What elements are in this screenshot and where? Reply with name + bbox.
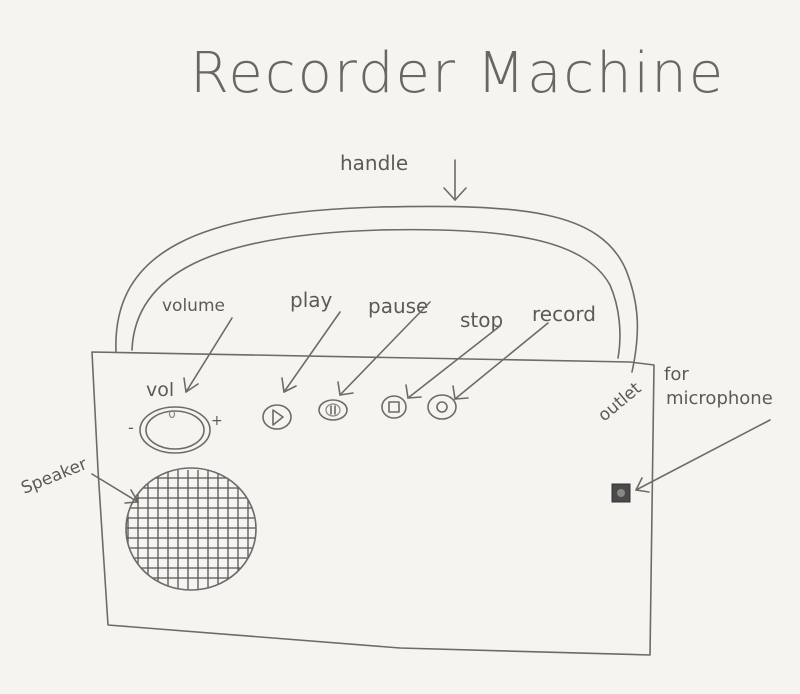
arrow-handle (443, 159, 467, 201)
label-microphone: microphone (666, 388, 773, 409)
arrow-pause (337, 301, 431, 396)
label-handle: handle (340, 151, 408, 175)
label-speaker: Speaker (18, 454, 90, 498)
label-volume: volume (162, 296, 225, 316)
play-button (262, 404, 292, 430)
arrow-record (452, 322, 549, 400)
volume-knob (139, 406, 211, 454)
label-vol: vol (146, 379, 174, 401)
arrow-volume (183, 317, 233, 393)
arrow-microphone (635, 419, 771, 493)
label-stop: stop (460, 308, 503, 332)
label-outlet: outlet (594, 378, 645, 425)
arrow-stop (405, 325, 501, 399)
pause-button (318, 399, 348, 421)
microphone-outlet (611, 483, 631, 503)
handle (115, 205, 639, 373)
label-play: play (290, 288, 333, 312)
arrow-play (281, 311, 341, 393)
label-record: record (532, 302, 596, 326)
stop-button (381, 395, 407, 419)
label-minus: - (128, 418, 134, 437)
recorder-body (91, 351, 655, 656)
label-pause: pause (368, 294, 428, 318)
record-button (427, 394, 457, 420)
diagram-title: Recorder Machine (190, 41, 725, 106)
speaker-grille (125, 467, 257, 591)
label-plus: + (211, 413, 223, 429)
label-for: for (664, 364, 689, 385)
